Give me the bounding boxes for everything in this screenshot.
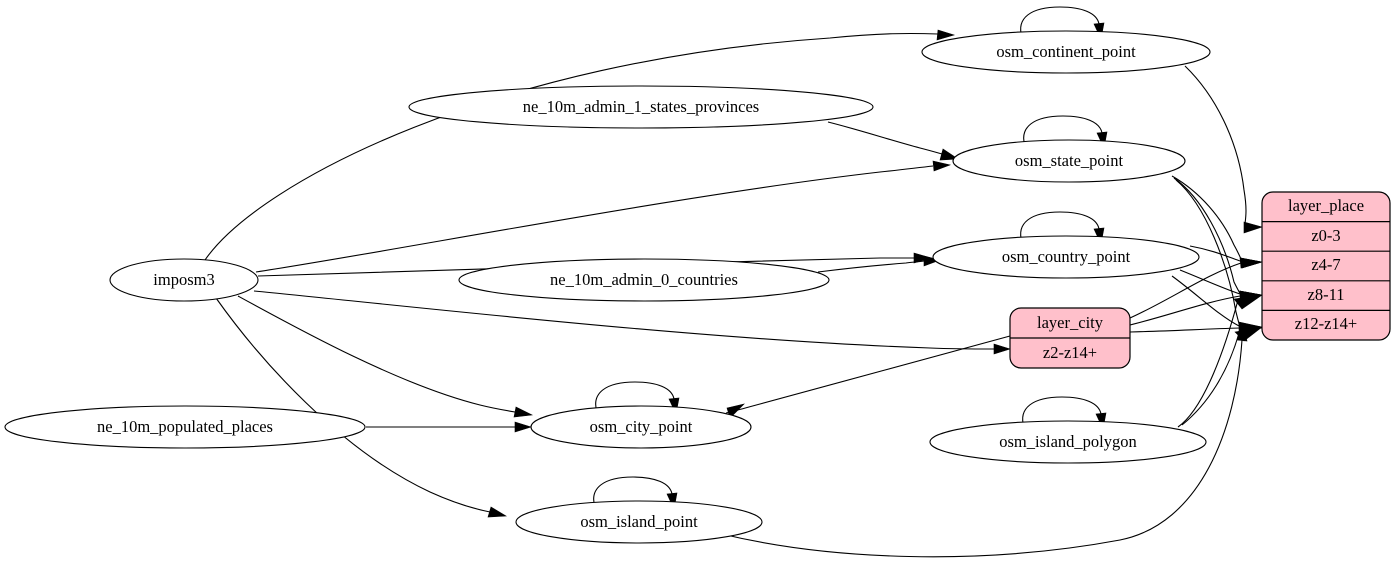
node-osm_state_point[interactable]: osm_state_point bbox=[952, 139, 1186, 183]
node-label-osm_city_point: osm_city_point bbox=[590, 417, 693, 436]
node-label-osm_country_point: osm_country_point bbox=[1002, 247, 1131, 266]
node-shape-osm_continent_point[interactable] bbox=[921, 30, 1211, 74]
node-shape-osm_country_point[interactable] bbox=[932, 235, 1200, 279]
node-shape-osm_state_point[interactable] bbox=[952, 139, 1186, 183]
edge-osm_state_point-to-layer_place-z4-7 bbox=[1171, 175, 1243, 262]
node-ne_10m_populated_places[interactable]: ne_10m_populated_places bbox=[4, 405, 366, 449]
edge-layer_city-to-osm_city_point bbox=[725, 335, 1011, 414]
node-shape-osm_island_polygon[interactable] bbox=[929, 420, 1207, 464]
edge-ne_10m_admin_1_states_provinces-to-osm_state_point bbox=[827, 121, 943, 155]
selfloop-osm_state_point bbox=[1023, 115, 1103, 147]
arrowhead bbox=[936, 29, 956, 41]
arrowhead bbox=[1236, 325, 1248, 342]
record-row-layer_city-0[interactable]: z2-z14+ bbox=[1043, 343, 1097, 362]
node-shape-osm_city_point[interactable] bbox=[530, 405, 752, 449]
edge-layer_city-to-layer_place-z8-11 bbox=[1129, 295, 1241, 326]
edge-osm_country_point-to-layer_place-z8-11 bbox=[1179, 269, 1241, 295]
node-label-imposm3: imposm3 bbox=[153, 270, 214, 289]
edge-osm_island_polygon-to-layer_place-z8-11 bbox=[1177, 299, 1239, 428]
edge-osm_continent_point-to-layer_place-z0-3 bbox=[1184, 65, 1247, 225]
record-row-layer_place-0[interactable]: z0-3 bbox=[1311, 226, 1340, 245]
node-label-osm_island_polygon: osm_island_polygon bbox=[999, 432, 1137, 451]
arrowhead bbox=[923, 255, 942, 267]
node-shape-ne_10m_populated_places[interactable] bbox=[4, 405, 366, 449]
edge-imposm3-to-layer_city bbox=[253, 290, 995, 350]
node-imposm3[interactable]: imposm3 bbox=[109, 258, 259, 302]
edge-imposm3-to-osm_continent_point bbox=[204, 32, 939, 261]
edge-osm_island_polygon-to-layer_place-z12-z14 bbox=[1181, 332, 1240, 426]
edge-osm_country_point-to-layer_place-z12-z14 bbox=[1171, 275, 1240, 327]
arrowhead bbox=[1240, 257, 1263, 269]
node-layer_place[interactable]: layer_place z0-3 z4-7 z8-11 z12-z14+ bbox=[1261, 191, 1391, 341]
edge-imposm3-to-osm_island_point bbox=[215, 297, 491, 513]
arrowhead bbox=[514, 421, 533, 433]
selfloop-osm_city_point bbox=[595, 381, 675, 413]
edge-osm_country_point-to-layer_place-z4-7 bbox=[1189, 245, 1241, 262]
node-layer_city[interactable]: layer_city z2-z14+ bbox=[1009, 307, 1131, 369]
arrowhead bbox=[932, 160, 952, 172]
node-osm_island_polygon[interactable]: osm_island_polygon bbox=[929, 420, 1207, 464]
arrowhead bbox=[487, 506, 507, 518]
record-row-layer_place-2[interactable]: z8-11 bbox=[1308, 285, 1345, 304]
record-shape-layer_place[interactable] bbox=[1261, 191, 1391, 341]
selfloop-osm_country_point bbox=[1020, 211, 1100, 243]
arrowhead bbox=[513, 406, 534, 418]
node-label-ne_10m_admin_1_states_provinces: ne_10m_admin_1_states_provinces bbox=[523, 97, 759, 116]
selfloop-osm_continent_point bbox=[1020, 6, 1100, 38]
edge-osm_island_point-to-layer_place-z12-z14 bbox=[721, 339, 1243, 558]
node-shape-ne_10m_admin_1_states_provinces[interactable] bbox=[408, 85, 874, 129]
node-label-osm_island_point: osm_island_point bbox=[580, 512, 698, 531]
node-osm_continent_point[interactable]: osm_continent_point bbox=[921, 30, 1211, 74]
arrowhead bbox=[1243, 221, 1264, 234]
edge-layer_city-to-layer_place-z4-7 bbox=[1129, 262, 1242, 319]
node-osm_city_point[interactable]: osm_city_point bbox=[530, 405, 752, 449]
node-label-osm_state_point: osm_state_point bbox=[1015, 151, 1124, 170]
record-header-layer_city: layer_city bbox=[1037, 313, 1104, 332]
node-osm_island_point[interactable]: osm_island_point bbox=[515, 500, 763, 544]
record-header-layer_place: layer_place bbox=[1288, 196, 1364, 215]
node-label-ne_10m_populated_places: ne_10m_populated_places bbox=[97, 417, 273, 436]
selfloop-osm_island_polygon bbox=[1022, 396, 1102, 428]
node-shape-osm_island_point[interactable] bbox=[515, 500, 763, 544]
node-ne_10m_admin_1_states_provinces[interactable]: ne_10m_admin_1_states_provinces bbox=[408, 85, 874, 129]
node-shape-imposm3[interactable] bbox=[109, 258, 259, 302]
record-row-layer_place-1[interactable]: z4-7 bbox=[1311, 255, 1340, 274]
edge-imposm3-to-osm_city_point bbox=[237, 295, 516, 413]
edge-imposm3-to-osm_state_point bbox=[255, 165, 934, 273]
selfloop-osm_island_point bbox=[593, 476, 673, 508]
node-label-osm_continent_point: osm_continent_point bbox=[996, 42, 1136, 61]
edge-layer_city-to-layer_place-z12-z14 bbox=[1129, 327, 1241, 333]
arrowhead bbox=[993, 343, 1012, 355]
record-row-layer_place-3[interactable]: z12-z14+ bbox=[1295, 314, 1357, 333]
edge-ne_10m_admin_0_countries-to-osm_country_point bbox=[817, 260, 925, 273]
node-ne_10m_admin_0_countries[interactable]: ne_10m_admin_0_countries bbox=[458, 258, 830, 302]
node-layer: imposm3 ne_10m_admin_1_states_provinces … bbox=[4, 30, 1211, 544]
edge-osm_state_point-to-layer_place-z8-11 bbox=[1173, 177, 1242, 296]
record-node-layer: layer_city z2-z14+ layer_place z0-3 z4-7… bbox=[1009, 191, 1391, 369]
node-shape-ne_10m_admin_0_countries[interactable] bbox=[458, 258, 830, 302]
arrowhead bbox=[1233, 294, 1263, 310]
arrowhead bbox=[913, 252, 933, 264]
arrowhead bbox=[939, 148, 959, 161]
node-osm_country_point[interactable]: osm_country_point bbox=[932, 235, 1200, 279]
node-label-ne_10m_admin_0_countries: ne_10m_admin_0_countries bbox=[550, 270, 738, 289]
